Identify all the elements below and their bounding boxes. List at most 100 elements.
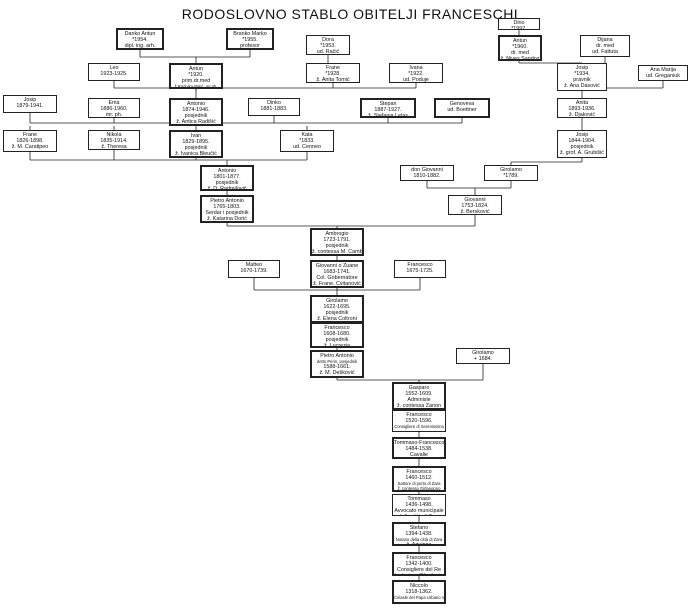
person-line: mr. ph. <box>105 112 123 118</box>
person-line: della città di Zara <box>393 514 445 515</box>
person-line: Pietro Antonio <box>320 353 354 359</box>
person-line: Ciriasle del Papa Urbano V <box>394 595 445 601</box>
person-line: 1608-1680. <box>323 331 351 338</box>
person-line: ž. Nives Sandoz <box>500 56 540 61</box>
person-line: Ana Marija <box>650 67 676 73</box>
person-line: 1394-1438. <box>405 531 433 538</box>
person-line: 1520-1596. <box>405 418 433 425</box>
person-line: Ema <box>108 100 120 106</box>
person-box-branko: Branko Marko*1955.profesor <box>226 28 274 50</box>
person-line: 1318-1362. <box>405 589 433 596</box>
person-line: ž. Elena Coltroni <box>317 316 357 323</box>
person-line: pravnik <box>573 77 591 84</box>
person-line: 1723-1791. <box>323 237 351 244</box>
person-line: Consigliere di Serenissima <box>394 424 444 430</box>
person-line: 1879-1941. <box>16 103 44 110</box>
person-line: Dino <box>513 20 525 26</box>
person-line: ž. contessa Girlangono <box>397 486 441 492</box>
person-line: Josip <box>575 132 589 138</box>
person-line: ž. Aquinna <box>406 542 432 546</box>
person-line: *1954. <box>132 37 148 44</box>
person-line: Leo <box>109 65 119 71</box>
tree-title: RODOSLOVNO STABLO OBITELJI FRANCESCHI <box>181 6 519 22</box>
person-line: Dora <box>322 37 334 43</box>
person-line: ž. Djaković <box>568 112 596 118</box>
person-line: 1622-1695. <box>323 304 351 311</box>
person-line: Danko Antun <box>124 31 156 37</box>
person-line: Antonio <box>186 101 206 107</box>
person-line: *1789. <box>503 173 519 180</box>
person-line: Giovanni <box>464 197 486 203</box>
person-line: 1874-1946. <box>182 107 210 114</box>
person-line: ž.Radojka Brkić, mr.ph. <box>174 84 218 89</box>
person-line: Ivan <box>190 133 202 139</box>
person-line: Giovanni o Zuane <box>315 263 359 269</box>
person-line: ž. Theresa <box>101 144 127 150</box>
person-line: detto Perin, posjednik <box>316 359 358 365</box>
person-line: 1436-1498. <box>405 502 433 509</box>
person-box-girolamo1684: Girolamo+ 1684. <box>456 348 510 364</box>
person-line: 1670-1739. <box>240 268 268 275</box>
person-line: ud. Poduje <box>403 77 429 83</box>
person-line: 1588-1661. <box>323 364 351 371</box>
person-line: 1810-1882. <box>413 173 441 180</box>
person-line: ud. Račić <box>316 49 340 55</box>
person-line: ž. Anita Tomić <box>316 77 350 83</box>
person-line: Girolamo <box>472 350 494 356</box>
person-line: ž. Bersković <box>460 209 490 215</box>
person-line: don Giovanni <box>411 167 443 173</box>
person-line: dipl. ing. arh. <box>124 43 156 50</box>
person-box-kata: Kata*1833.ud. Cenneo <box>280 130 334 152</box>
person-line: Ambrogio <box>325 231 349 237</box>
person-line: ž. Stefania Lelas <box>368 113 408 118</box>
person-line: 1893-1936. <box>568 106 596 113</box>
person-line: Stepan <box>379 101 397 107</box>
person-line: ž. Antica Radišić <box>176 119 216 126</box>
person-line: 1683-1741. <box>323 269 351 276</box>
person-line: Francesco <box>324 325 350 331</box>
person-line: *1920. <box>188 72 204 79</box>
person-line: Genoveva <box>449 101 475 107</box>
person-line: *1992. <box>511 26 527 30</box>
person-line: Dinko <box>267 100 281 106</box>
person-line: dr. med <box>511 50 529 57</box>
person-line: ž. Ana Dasović <box>564 83 600 90</box>
person-line: Francesco <box>406 555 432 561</box>
person-line: prim.dr.med <box>181 78 211 85</box>
person-line: ž. Frane. Cvitanović <box>313 281 361 288</box>
person-line: Adminisle <box>407 397 431 404</box>
person-line: Cavalie <box>410 452 428 459</box>
person-line: 1342-1400. <box>405 561 433 568</box>
person-line: Antonio <box>217 168 237 174</box>
person-line: Stefano <box>409 525 429 531</box>
person-line: Notario della città di Zara <box>395 537 443 543</box>
person-line: Ivana <box>409 65 423 71</box>
person-line: Francesco <box>406 469 432 475</box>
person-line: 1675-1725. <box>406 268 434 275</box>
person-line: + 1684. <box>473 356 493 363</box>
person-line: Ludovico d'Ungheria <box>394 573 444 574</box>
person-line: Francesco <box>407 262 433 268</box>
person-line: posjednik <box>325 243 349 250</box>
person-line: ž. M. Caratipeo <box>11 144 49 151</box>
person-line: posjednik <box>570 144 594 151</box>
person-line: ž. Lucrezia <box>323 343 351 348</box>
person-line: 1801-1877. <box>213 174 241 181</box>
